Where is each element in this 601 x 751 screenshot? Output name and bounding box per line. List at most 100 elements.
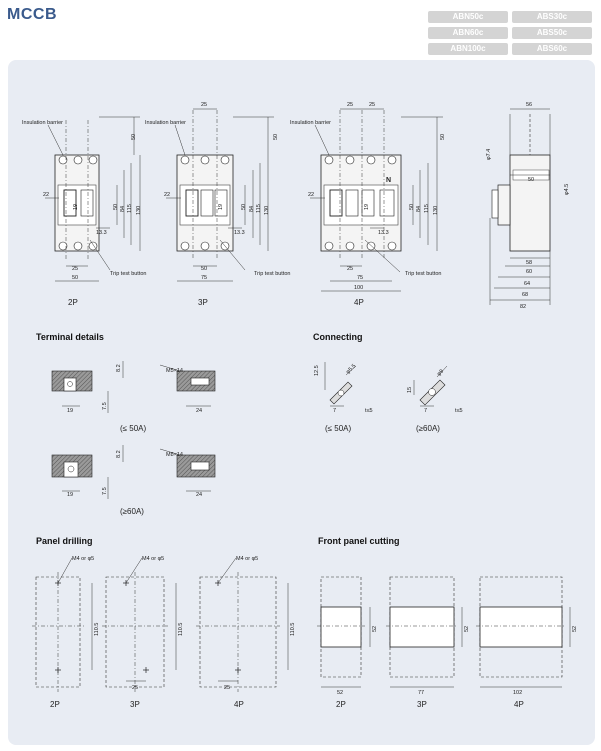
trip-test-button-label: Trip test button	[254, 271, 290, 277]
section-title-panel-drilling: Panel drilling	[36, 536, 93, 546]
connecting-caption: (≤ 50A)	[325, 424, 352, 433]
dim-label: 22	[308, 192, 314, 198]
dim-label: 77	[418, 690, 424, 696]
terminal-detail-60a	[51, 445, 216, 499]
dim-label: 7.5	[102, 402, 108, 410]
dim-label: 50	[409, 204, 415, 210]
dim-label: 56	[526, 102, 532, 108]
dim-label: 7	[333, 408, 336, 414]
front-cutting-2p	[317, 576, 371, 688]
dim-label: 52	[464, 626, 470, 632]
pole-label: 4P	[234, 700, 244, 709]
breaker-side-view	[489, 108, 551, 305]
dim-label: 110.5	[290, 623, 296, 636]
dim-label: 110.5	[94, 623, 100, 636]
panel-drilling-2p	[32, 557, 93, 692]
dim-label: 50	[201, 266, 207, 272]
dim-label: 115	[256, 204, 262, 213]
front-cutting-3p	[386, 576, 463, 688]
dim-label: 19	[218, 204, 224, 210]
dim-label: 22	[164, 192, 170, 198]
dim-label: φ4.5	[564, 184, 570, 195]
dim-label: φ7.4	[486, 149, 492, 160]
dim-label: 24	[196, 492, 202, 498]
breaker-2p-front	[45, 116, 141, 282]
panel-drilling-3p	[102, 557, 177, 692]
pole-label: 3P	[417, 700, 427, 709]
neutral-pole-label: N	[386, 177, 391, 184]
pole-label: 4P	[514, 700, 524, 709]
section-title-front-cutting: Front panel cutting	[318, 536, 400, 546]
dim-label: t≤5	[455, 408, 463, 414]
dim-label: 58	[526, 260, 532, 266]
dim-label: 110.5	[178, 623, 184, 636]
dim-label: 75	[201, 275, 207, 281]
dim-label: 64	[524, 281, 530, 287]
dim-label: 130	[433, 206, 439, 215]
dim-label: 13.3	[378, 230, 389, 236]
model-badge: ABN50c	[428, 11, 508, 23]
dim-label: 84	[416, 206, 422, 212]
dim-label: 84	[120, 206, 126, 212]
section-title-connecting: Connecting	[313, 332, 363, 342]
model-badge: ABN100c	[428, 43, 508, 55]
dim-label: 100	[354, 285, 363, 291]
dim-label: 7.5	[102, 487, 108, 495]
dim-label: 75	[357, 275, 363, 281]
insulation-barrier-label: Insulation barrier	[290, 120, 331, 126]
terminal-caption: (≥60A)	[120, 507, 144, 516]
dim-label: 25	[224, 685, 230, 691]
pole-label: 3P	[198, 298, 208, 307]
terminal-detail-50a	[51, 361, 216, 413]
connecting-50a	[324, 362, 357, 407]
trip-test-button-label: Trip test button	[405, 271, 441, 277]
dim-label: 19	[67, 408, 73, 414]
dim-label: 25	[72, 266, 78, 272]
dim-label: 50	[528, 177, 534, 183]
page-title: MCCB	[7, 6, 57, 23]
dim-label: 50	[113, 204, 119, 210]
dim-label: 25	[369, 102, 375, 108]
model-badge: ABS30c	[512, 11, 592, 23]
dim-label: 130	[264, 206, 270, 215]
dim-label: 50	[241, 204, 247, 210]
dim-label: 50	[440, 134, 446, 140]
dim-label: 52	[337, 690, 343, 696]
insulation-barrier-label: Insulation barrier	[145, 120, 186, 126]
dim-label: 25	[347, 102, 353, 108]
dim-label: 50	[131, 134, 137, 140]
dim-label: 115	[424, 204, 430, 213]
dim-label: 50	[72, 275, 78, 281]
terminal-caption: (≤ 50A)	[120, 424, 147, 433]
dim-label: 84	[249, 206, 255, 212]
model-badge: ABS50c	[512, 27, 592, 39]
breaker-3p-front	[166, 108, 274, 282]
screw-label: M8×14	[166, 452, 183, 458]
dim-label: 82	[520, 304, 526, 310]
dim-label: 68	[522, 292, 528, 298]
dim-label: 52	[372, 626, 378, 632]
dim-label: 50	[273, 134, 279, 140]
pole-label: 2P	[50, 700, 60, 709]
dim-label: 24	[196, 408, 202, 414]
connecting-60a	[413, 365, 448, 407]
dim-label: 19	[364, 204, 370, 210]
model-badge: ABS60c	[512, 43, 592, 55]
dim-label: 8.2	[116, 450, 122, 458]
screw-label: M5×14	[166, 368, 183, 374]
hole-label: M4 or φ5	[236, 556, 258, 562]
dim-label: 7	[424, 408, 427, 414]
breaker-4p-front	[310, 108, 443, 292]
dim-label: 13.3	[234, 230, 245, 236]
section-title-terminal: Terminal details	[36, 332, 104, 342]
dim-label: 25	[347, 266, 353, 272]
dim-label: 60	[526, 269, 532, 275]
dim-label: 8.2	[116, 364, 122, 372]
dim-label: 12.5	[314, 365, 320, 376]
hole-label: M4 or φ5	[72, 556, 94, 562]
insulation-barrier-label: Insulation barrier	[22, 120, 63, 126]
dim-label: φ5.5	[345, 363, 357, 375]
dim-label: 115	[127, 204, 133, 213]
pole-label: 3P	[130, 700, 140, 709]
